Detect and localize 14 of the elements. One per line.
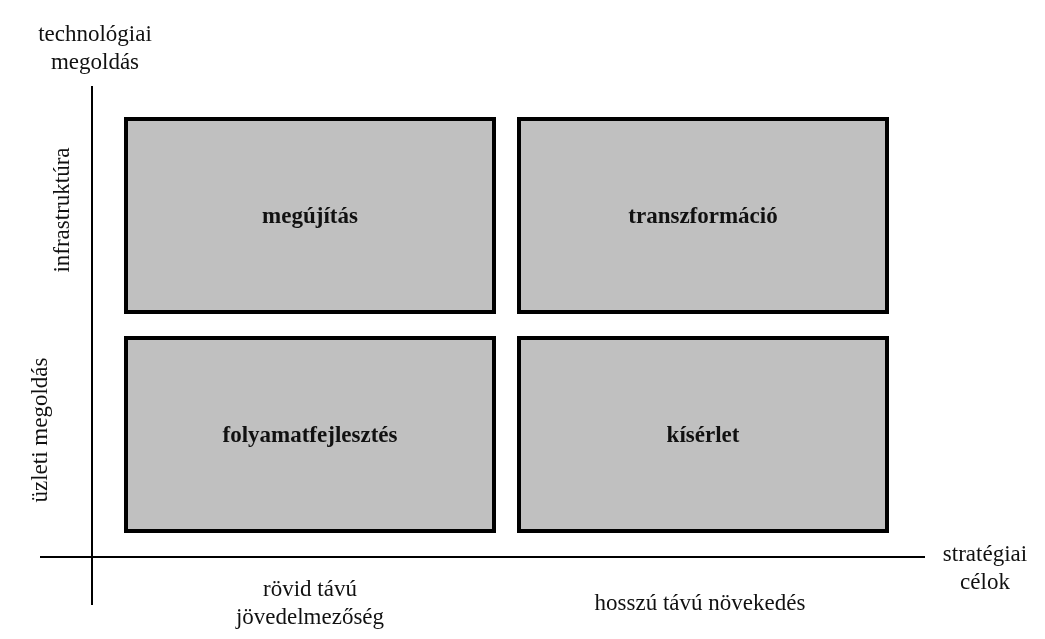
quadrant-label: transzformáció [628,202,778,229]
quadrant-box [124,117,496,314]
quadrant-label: megújítás [262,202,358,229]
quadrant-box [517,117,889,314]
quadrant-box [517,336,889,533]
axis-label: hosszú távú növekedés [593,589,807,617]
axis-label: rövid távú jövedelmezőség [234,575,386,631]
axis-label: infrastruktúra [48,146,75,275]
axis-title: stratégiai célok [941,540,1029,596]
axis-title: technológiai megoldás [37,20,153,76]
axis-label: üzleti megoldás [26,356,53,505]
quadrant-label: folyamatfejlesztés [222,421,398,448]
quadrant-label: kísérlet [666,421,740,448]
quadrant-box [124,336,496,533]
